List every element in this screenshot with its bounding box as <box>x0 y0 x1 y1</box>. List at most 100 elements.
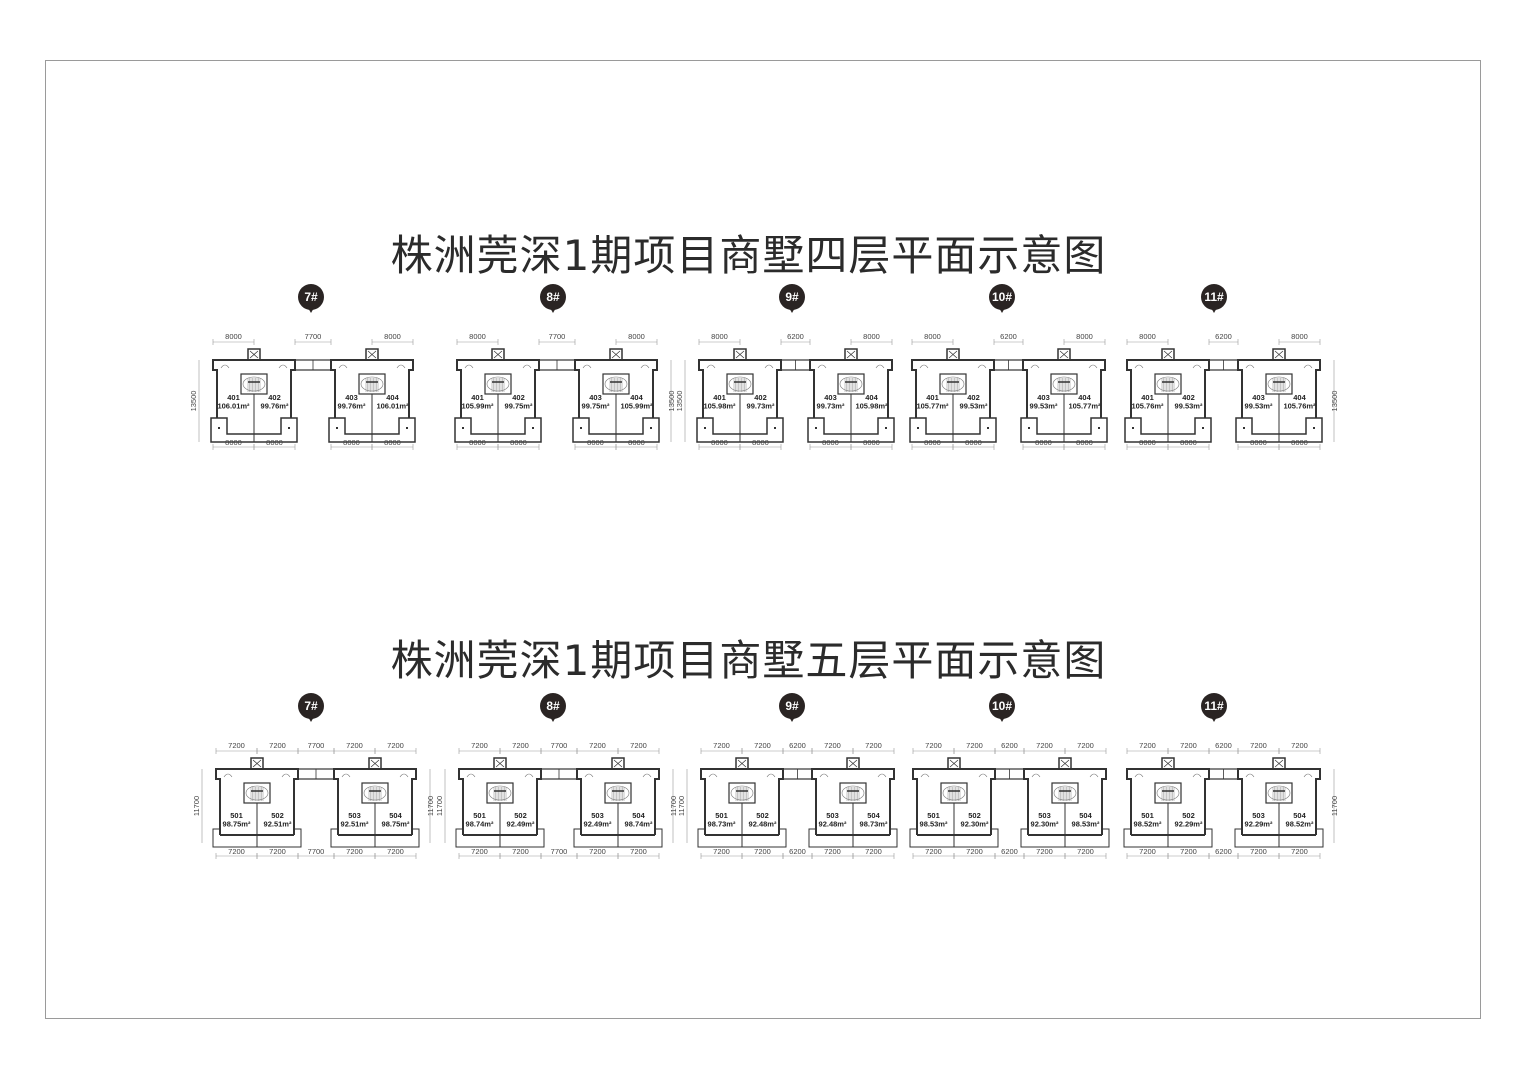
elevator-shaft <box>1272 348 1286 361</box>
elevator-shaft <box>609 348 623 361</box>
building-floor-plan: 50198.75m²50292.51m²50392.51m²50498.75m²… <box>194 741 435 859</box>
dimension-label: 7200 <box>346 741 363 750</box>
column <box>650 427 652 429</box>
unit-number: 403 <box>345 393 358 402</box>
dimension-label: 7200 <box>824 847 841 856</box>
dimension-label: 8000 <box>1139 332 1156 341</box>
side-dimension-label: 11700 <box>426 796 435 816</box>
dimension-label: 8000 <box>711 438 728 447</box>
unit-number: 503 <box>1038 811 1051 820</box>
unit-number: 401 <box>227 393 240 402</box>
unit-number: 503 <box>826 811 839 820</box>
unit-number: 504 <box>867 811 880 820</box>
unit-area: 105.99m² <box>461 402 494 411</box>
building-floor-plan: 401106.01m²40299.76m²40399.76m²404106.01… <box>191 332 416 450</box>
unit-area: 99.53m² <box>1175 402 1203 411</box>
ground-terrace <box>1020 417 1108 443</box>
dimension-label: 8000 <box>863 438 880 447</box>
dimension-label: 8000 <box>587 438 604 447</box>
column <box>288 427 290 429</box>
dimension-label: 7200 <box>346 847 363 856</box>
unit-area: 92.29m² <box>1175 820 1203 829</box>
unit-area: 92.51m² <box>264 820 292 829</box>
unit-number: 401 <box>926 393 939 402</box>
unit-number: 504 <box>389 811 402 820</box>
unit-number: 502 <box>756 811 769 820</box>
unit-number: 502 <box>968 811 981 820</box>
dimension-label: 6200 <box>789 741 806 750</box>
balcony <box>1020 828 1110 848</box>
dimension-label: 8000 <box>1291 438 1308 447</box>
dimension-label: 6200 <box>1215 332 1232 341</box>
elevator-shaft <box>368 757 382 770</box>
dimension-label: 7200 <box>925 741 942 750</box>
building-floor-plan: 401105.98m²40299.73m²40399.73m²404105.98… <box>677 332 895 450</box>
unit-area: 105.77m² <box>1068 402 1101 411</box>
elevator-shaft <box>735 757 749 770</box>
elevator-cross <box>495 759 505 768</box>
door-swing <box>582 364 650 369</box>
elevator-shaft <box>733 348 747 361</box>
unit-number: 404 <box>1078 393 1091 402</box>
unit-number: 401 <box>713 393 726 402</box>
ground-terrace <box>1235 417 1323 443</box>
dimension-label: 7200 <box>966 741 983 750</box>
dimension-label: 8000 <box>266 438 283 447</box>
dimension-label: 8000 <box>752 438 769 447</box>
unit-area: 92.49m² <box>507 820 535 829</box>
dimension-label: 8000 <box>822 438 839 447</box>
dimension-label: 7200 <box>1036 847 1053 856</box>
unit-area: 99.75m² <box>582 402 610 411</box>
unit-number: 404 <box>630 393 643 402</box>
unit-area: 99.53m² <box>1030 402 1058 411</box>
ground-terrace <box>454 417 542 443</box>
unit-area: 98.74m² <box>466 820 494 829</box>
dimension-label: 7200 <box>512 741 529 750</box>
ground-terrace <box>696 417 784 443</box>
door-swing <box>919 364 987 369</box>
door-swing <box>220 364 288 369</box>
dimension-label: 7200 <box>865 847 882 856</box>
unit-area: 99.76m² <box>261 402 289 411</box>
dimension-label: 8000 <box>711 332 728 341</box>
ground-terrace <box>572 417 660 443</box>
unit-number: 404 <box>865 393 878 402</box>
balcony <box>1234 828 1324 848</box>
ground-terrace <box>909 417 997 443</box>
dimension-label: 7200 <box>865 741 882 750</box>
dimension-label: 7200 <box>1250 847 1267 856</box>
dimension-label: 7200 <box>754 847 771 856</box>
dimension-label: 6200 <box>789 847 806 856</box>
column <box>406 427 408 429</box>
elevator-shaft <box>844 348 858 361</box>
door-swing <box>1030 364 1098 369</box>
elevator-shaft <box>247 348 261 361</box>
dimension-label: 8000 <box>469 332 486 341</box>
unit-number: 501 <box>1141 811 1154 820</box>
balcony <box>909 828 999 848</box>
side-dimension-label: 13500 <box>1330 391 1339 412</box>
elevator-cross <box>252 759 262 768</box>
unit-number: 403 <box>1252 393 1265 402</box>
dimension-label: 8000 <box>965 438 982 447</box>
unit-area: 99.73m² <box>747 402 775 411</box>
unit-number: 403 <box>589 393 602 402</box>
column <box>1202 427 1204 429</box>
column <box>1098 427 1100 429</box>
unit-area: 98.73m² <box>708 820 736 829</box>
unit-number: 402 <box>512 393 525 402</box>
elevator-cross <box>949 759 959 768</box>
dimension-label: 7700 <box>551 847 568 856</box>
door-swing <box>708 773 776 778</box>
elevator-cross <box>1274 759 1284 768</box>
unit-area: 98.52m² <box>1286 820 1314 829</box>
door-swing <box>464 364 532 369</box>
elevator-cross <box>613 759 623 768</box>
building-floor-plan: 401105.76m²40299.53m²40399.53m²404105.76… <box>1124 332 1339 450</box>
side-dimension-label: 11700 <box>194 796 201 816</box>
elevator-shaft <box>947 757 961 770</box>
dimension-label: 7700 <box>308 847 325 856</box>
column <box>1132 427 1134 429</box>
balcony <box>330 828 420 848</box>
dimension-label: 7200 <box>1291 847 1308 856</box>
